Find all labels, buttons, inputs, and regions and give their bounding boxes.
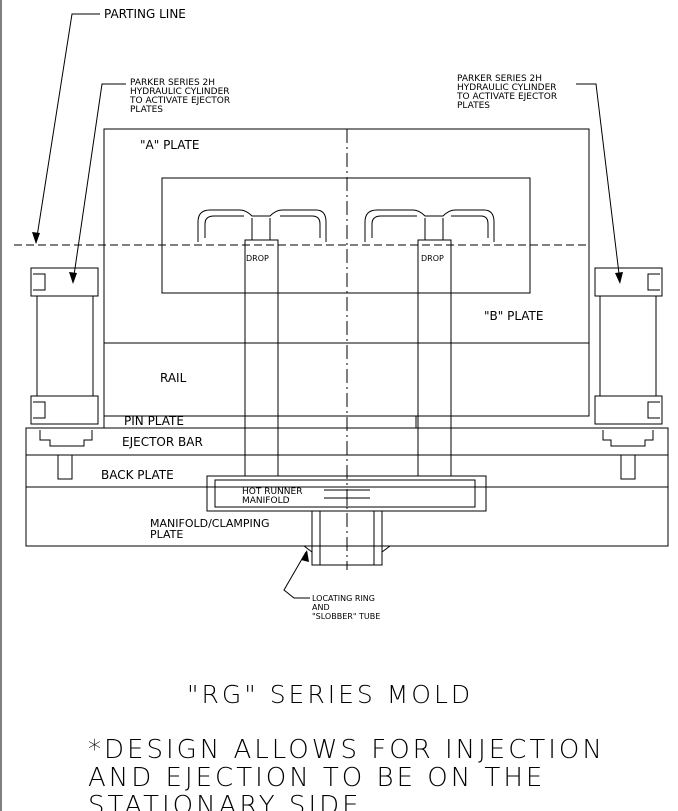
cylinder-right-label-1: PARKER SERIES 2H — [457, 74, 542, 84]
ejector-bar-label: EJECTOR BAR — [122, 435, 203, 449]
drop-left-label: DROP — [246, 254, 269, 263]
rail-label: RAIL — [160, 371, 187, 385]
cylinder-left-label-1: PARKER SERIES 2H — [130, 78, 215, 88]
cylinder-right-rod — [620, 454, 636, 480]
note-line-2: AND EJECTION TO BE ON THE — [88, 763, 545, 793]
back-plate-label: BACK PLATE — [101, 468, 174, 482]
b-plate-label: "B" PLATE — [484, 309, 543, 323]
leader-cylinder-left — [72, 83, 126, 283]
note-line-1: *DESIGN ALLOWS FOR INJECTION — [88, 735, 605, 765]
hot-runner-label-2: MANIFOLD — [242, 496, 290, 506]
pin-plate-label: PIN PLATE — [124, 414, 184, 428]
cylinder-left-label-2: HYDRAULIC CYLINDER — [130, 87, 230, 97]
locating-ring-label-1: LOCATING RING — [312, 594, 375, 603]
cylinder-right-label-2: HYDRAULIC CYLINDER — [457, 83, 557, 93]
hot-runner-manifold-inner — [214, 479, 476, 508]
leader-locating-ring — [283, 551, 310, 599]
drop-right-body — [417, 239, 452, 477]
cylinder-left-label-4: PLATES — [130, 105, 163, 115]
cylinder-right-bottom-cap — [594, 395, 663, 425]
note-line-3: STATIONARY SIDE. — [88, 791, 373, 811]
cylinder-left-rod — [57, 454, 73, 480]
a-plate-label: "A" PLATE — [140, 138, 199, 152]
cylinder-right-label-4: PLATES — [457, 101, 490, 111]
cylinder-left-label-3: TO ACTIVATE EJECTOR — [129, 96, 230, 106]
locating-ring-label-2: AND — [312, 603, 330, 612]
diagram-title: "RG" SERIES MOLD — [187, 680, 473, 709]
locating-ring-label-3: "SLOBBER" TUBE — [312, 612, 380, 621]
part-profile-left — [197, 209, 327, 242]
part-profile-right — [364, 209, 495, 242]
cylinder-right-body — [599, 295, 657, 397]
cavity-insert — [161, 177, 531, 294]
cylinder-left-top-cap — [30, 267, 99, 297]
cylinder-left-body — [36, 295, 94, 397]
cylinder-right-top-cap — [594, 267, 663, 297]
parting-line-label: PARTING LINE — [104, 7, 186, 21]
cylinder-right-label-3: TO ACTIVATE EJECTOR — [456, 92, 557, 102]
hot-runner-label-1: HOT RUNNER — [242, 487, 302, 497]
drop-left-body — [244, 239, 279, 477]
drop-right-label: DROP — [421, 254, 444, 263]
cylinder-left-bottom-cap — [30, 395, 99, 425]
manifold-plate-label-1: MANIFOLD/CLAMPING — [150, 517, 270, 530]
leader-cylinder-right — [576, 83, 621, 283]
locating-ring — [311, 510, 383, 566]
leader-parting-line — [35, 13, 100, 244]
manifold-plate-label-2: PLATE — [150, 528, 183, 541]
